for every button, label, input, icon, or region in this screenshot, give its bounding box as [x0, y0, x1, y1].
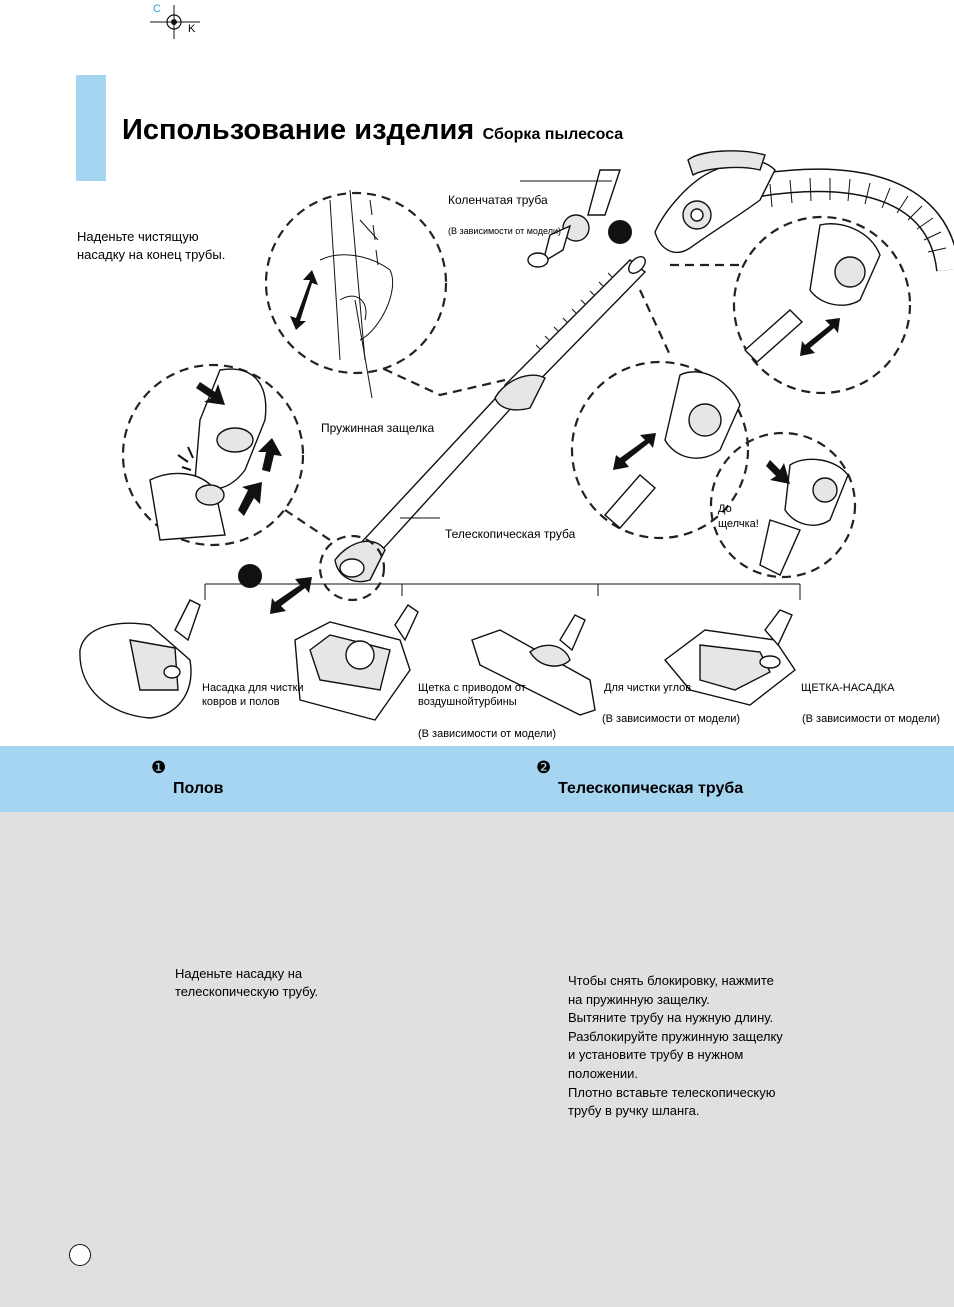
assembly-illustration — [79, 150, 954, 721]
label-attach-line2: насадку на конец трубы. — [77, 247, 226, 262]
title-main: Использование изделия — [122, 114, 475, 146]
step2-text: Чтобы снять блокировку, нажмите на пружи… — [568, 972, 783, 1121]
marker-1 — [238, 564, 262, 588]
caption-nozzle-brush: ЩЕТКА-НАСАДКА — [801, 682, 895, 694]
step2-text-line7: Плотно вставьте телескопическую — [568, 1084, 776, 1100]
step2-text-line4: Разблокируйте пружинную защелку — [568, 1028, 783, 1044]
caption-turbo-line2: воздушнойтурбины — [418, 696, 517, 708]
detail-circle-latch — [264, 191, 448, 375]
step1-number: ❶ — [151, 758, 167, 777]
label-until-click: До щелчка! — [718, 502, 759, 532]
step2-text-line1: Чтобы снять блокировку, нажмите — [568, 973, 774, 988]
caption-brush-note: (В зависимости от модели) — [802, 713, 941, 725]
step2-text-line6: положении. — [568, 1065, 639, 1081]
detail-circle-end — [318, 534, 386, 602]
accent-bar — [76, 75, 106, 181]
step1-text-line2: телескопическую трубу. — [175, 984, 319, 999]
elbow-tube — [527, 169, 621, 268]
caption-corner-note: (В зависимости от модели) — [602, 713, 741, 725]
step2-text-line5: и установите трубу в нужном — [568, 1047, 744, 1063]
caption-nozzle-carpet: Насадка для чистки ковров и полов — [202, 681, 304, 709]
double-arrow-latch — [290, 270, 318, 330]
label-elbow-tube-note: (В зависимости от модели) — [448, 226, 561, 236]
label-click-line1: До — [718, 503, 732, 515]
caption-carpet-line1: Насадка для чистки — [202, 682, 304, 694]
steps-panel — [0, 812, 954, 1307]
telescopic-tube — [334, 256, 647, 583]
caption-nozzle-corner: Для чистки углов — [604, 682, 692, 694]
detail-circle-nozzle — [121, 363, 305, 547]
page-number-circle — [69, 1244, 91, 1266]
step1-title: Полов — [173, 780, 224, 797]
label-elbow-tube: Коленчатая труба — [448, 193, 548, 207]
arrow-down — [238, 482, 262, 516]
title-sub: Сборка пылесоса — [482, 126, 624, 143]
label-attach-nozzle: Наденьте чистящую насадку на конец трубы… — [77, 228, 225, 264]
mark-letter-k: K — [188, 23, 196, 35]
registration-mark: C K — [150, 3, 200, 39]
arrow-down-right — [196, 382, 225, 405]
double-arrow-elbow — [613, 433, 656, 470]
step2-text-line3: Вытяните трубу на нужную длину. — [568, 1010, 774, 1026]
label-spring-latch: Пружинная защелка — [321, 421, 435, 435]
step2-text-line2: на пружинную защелку. — [568, 991, 710, 1007]
detail-circle-elbow — [570, 360, 750, 540]
caption-carpet-line2: ковров и полов — [202, 696, 280, 708]
double-arrow-handle — [800, 318, 840, 356]
detail-circle-click — [709, 431, 857, 579]
step1-text: Наденьте насадку на телескопическую труб… — [175, 965, 318, 1001]
step1-text-line1: Наденьте насадку на — [175, 966, 303, 981]
caption-turbo-note: (В зависимости от модели) — [418, 728, 557, 740]
label-click-line2: щелчка! — [718, 518, 759, 530]
steps-header-band — [0, 746, 954, 812]
step2-title: Телескопическая труба — [558, 780, 744, 797]
nozzle-brush — [663, 609, 796, 706]
label-attach-line1: Наденьте чистящую — [77, 229, 199, 244]
label-telescopic-tube: Телескопическая труба — [445, 527, 576, 541]
marker-2 — [608, 220, 632, 244]
caption-nozzle-turbo: Щетка с приводом от воздушнойтурбины — [418, 681, 526, 709]
hose-handle — [654, 150, 776, 253]
arrow-click — [766, 460, 790, 484]
page-title: Использование изделия Сборка пылесоса — [122, 114, 623, 147]
mark-letter-c: C — [153, 3, 161, 15]
caption-turbo-line1: Щетка с приводом от — [418, 682, 526, 694]
step2-number: ❷ — [536, 758, 552, 777]
nozzle-turbo — [294, 604, 419, 721]
step2-text-line8: трубу в ручку шланга. — [568, 1103, 700, 1119]
double-arrow-attach — [270, 577, 312, 614]
nozzle-floor — [471, 614, 596, 716]
detail-circle-handle — [732, 215, 912, 395]
arrow-up — [258, 438, 282, 472]
crosshair-icon — [150, 5, 200, 39]
nozzle-carpet — [79, 599, 201, 719]
